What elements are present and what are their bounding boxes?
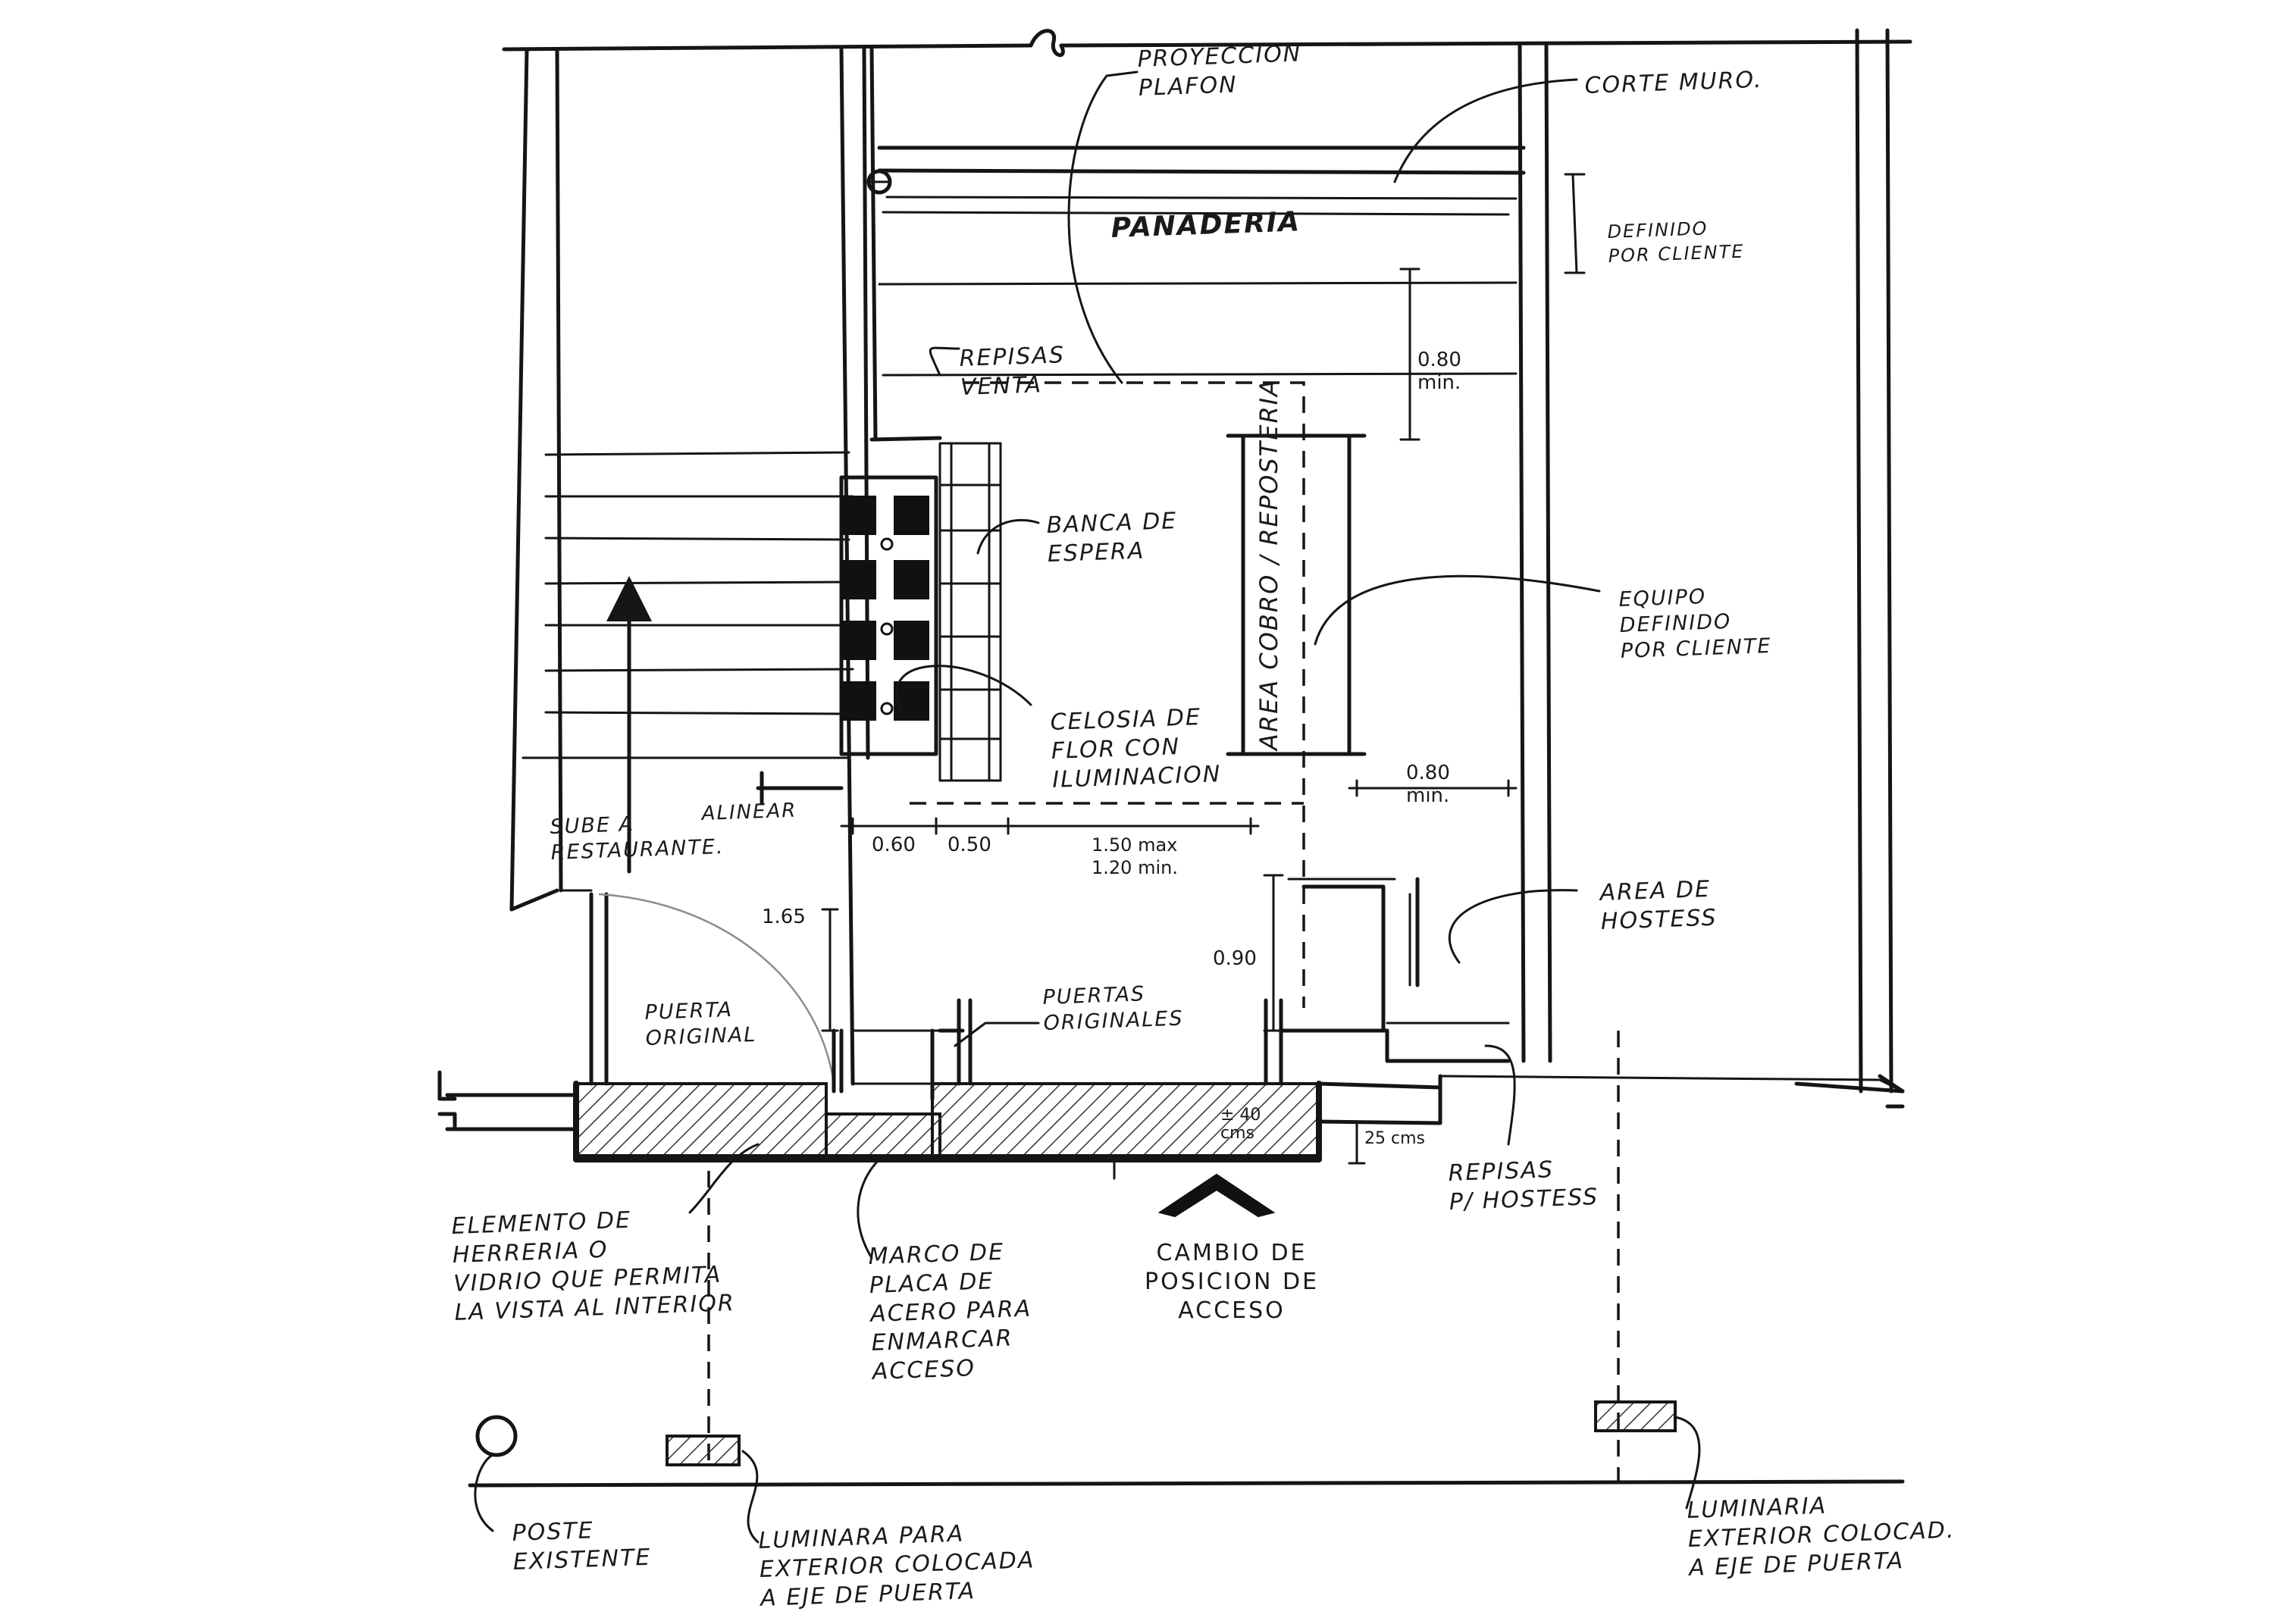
- cashier-counter: [1226, 433, 1367, 756]
- label-puertas-originales: PUERTAS ORIGINALES: [1042, 982, 1184, 1035]
- doors: [589, 892, 1306, 1101]
- label-elemento-herreria: ELEMENTO DE HERRERIA O VIDRIO QUE PERMIT…: [451, 1206, 736, 1326]
- label-repisas-venta: REPISAS VENTA: [959, 342, 1066, 401]
- label-sube-restaurante: SUBE A RESTAURANTE.: [550, 812, 725, 865]
- label-poste-existente: POSTE EXISTENTE: [512, 1517, 652, 1575]
- label-panaderia: PANADERIA: [1110, 206, 1301, 244]
- hostess-area: [1287, 877, 1511, 1063]
- ceiling-projection: [910, 381, 1305, 1008]
- dim-080-top: 0.80 min.: [1417, 349, 1461, 394]
- label-luminaria-izq: LUMINARA PARA EXTERIOR COLOCADA A EJE DE…: [758, 1520, 1035, 1612]
- label-definido-cliente: DEFINIDO POR CLIENTE: [1607, 217, 1745, 267]
- label-repisas-hostess: REPISAS P/ HOSTESS: [1448, 1156, 1599, 1216]
- dim-165: 1.65: [762, 906, 806, 928]
- label-area-hostess: AREA DE HOSTESS: [1599, 875, 1718, 935]
- street: [468, 1031, 1905, 1488]
- dimension-lines: [821, 173, 1586, 1165]
- label-puerta-original: PUERTA ORIGINAL: [644, 997, 757, 1050]
- facade-frame: [437, 1070, 1905, 1180]
- dim-40: ± 40 cms: [1220, 1106, 1261, 1143]
- label-marco-placa: MARCO DE PLACA DE ACERO PARA ENMARCAR AC…: [868, 1238, 1032, 1385]
- dim-060: 0.60: [872, 834, 916, 856]
- label-cambio-posicion: CAMBIO DE POSICION DE ACCESO: [1145, 1240, 1320, 1324]
- access-arrow: [1157, 1173, 1276, 1218]
- dim-25: 25 cms: [1364, 1129, 1425, 1148]
- label-banca-espera: BANCA DE ESPERA: [1046, 507, 1178, 568]
- dim-090: 0.90: [1213, 947, 1257, 970]
- dim-080-mid: 0.80 min.: [1406, 762, 1450, 807]
- label-proyeccion-plafon: PROYECCION PLAFON: [1137, 40, 1302, 102]
- celosia-banca: [839, 442, 1002, 782]
- label-equipo-definido: EQUIPO DEFINIDO POR CLIENTE: [1618, 584, 1772, 663]
- label-celosia: CELOSIA DE FLOR CON ILUMINACION: [1050, 704, 1222, 793]
- label-area-cobro: AREA COBRO / REPOSTERIA: [1254, 377, 1283, 750]
- dim-050: 0.50: [948, 834, 991, 856]
- dim-150: 1.50 max 1.20 min.: [1092, 834, 1178, 878]
- label-luminaria-der: LUMINARIA EXTERIOR COLOCAD. A EJE DE PUE…: [1687, 1492, 1956, 1582]
- leader-lines: [474, 70, 1701, 1544]
- staircase: [522, 451, 854, 874]
- walls: [502, 28, 1912, 1094]
